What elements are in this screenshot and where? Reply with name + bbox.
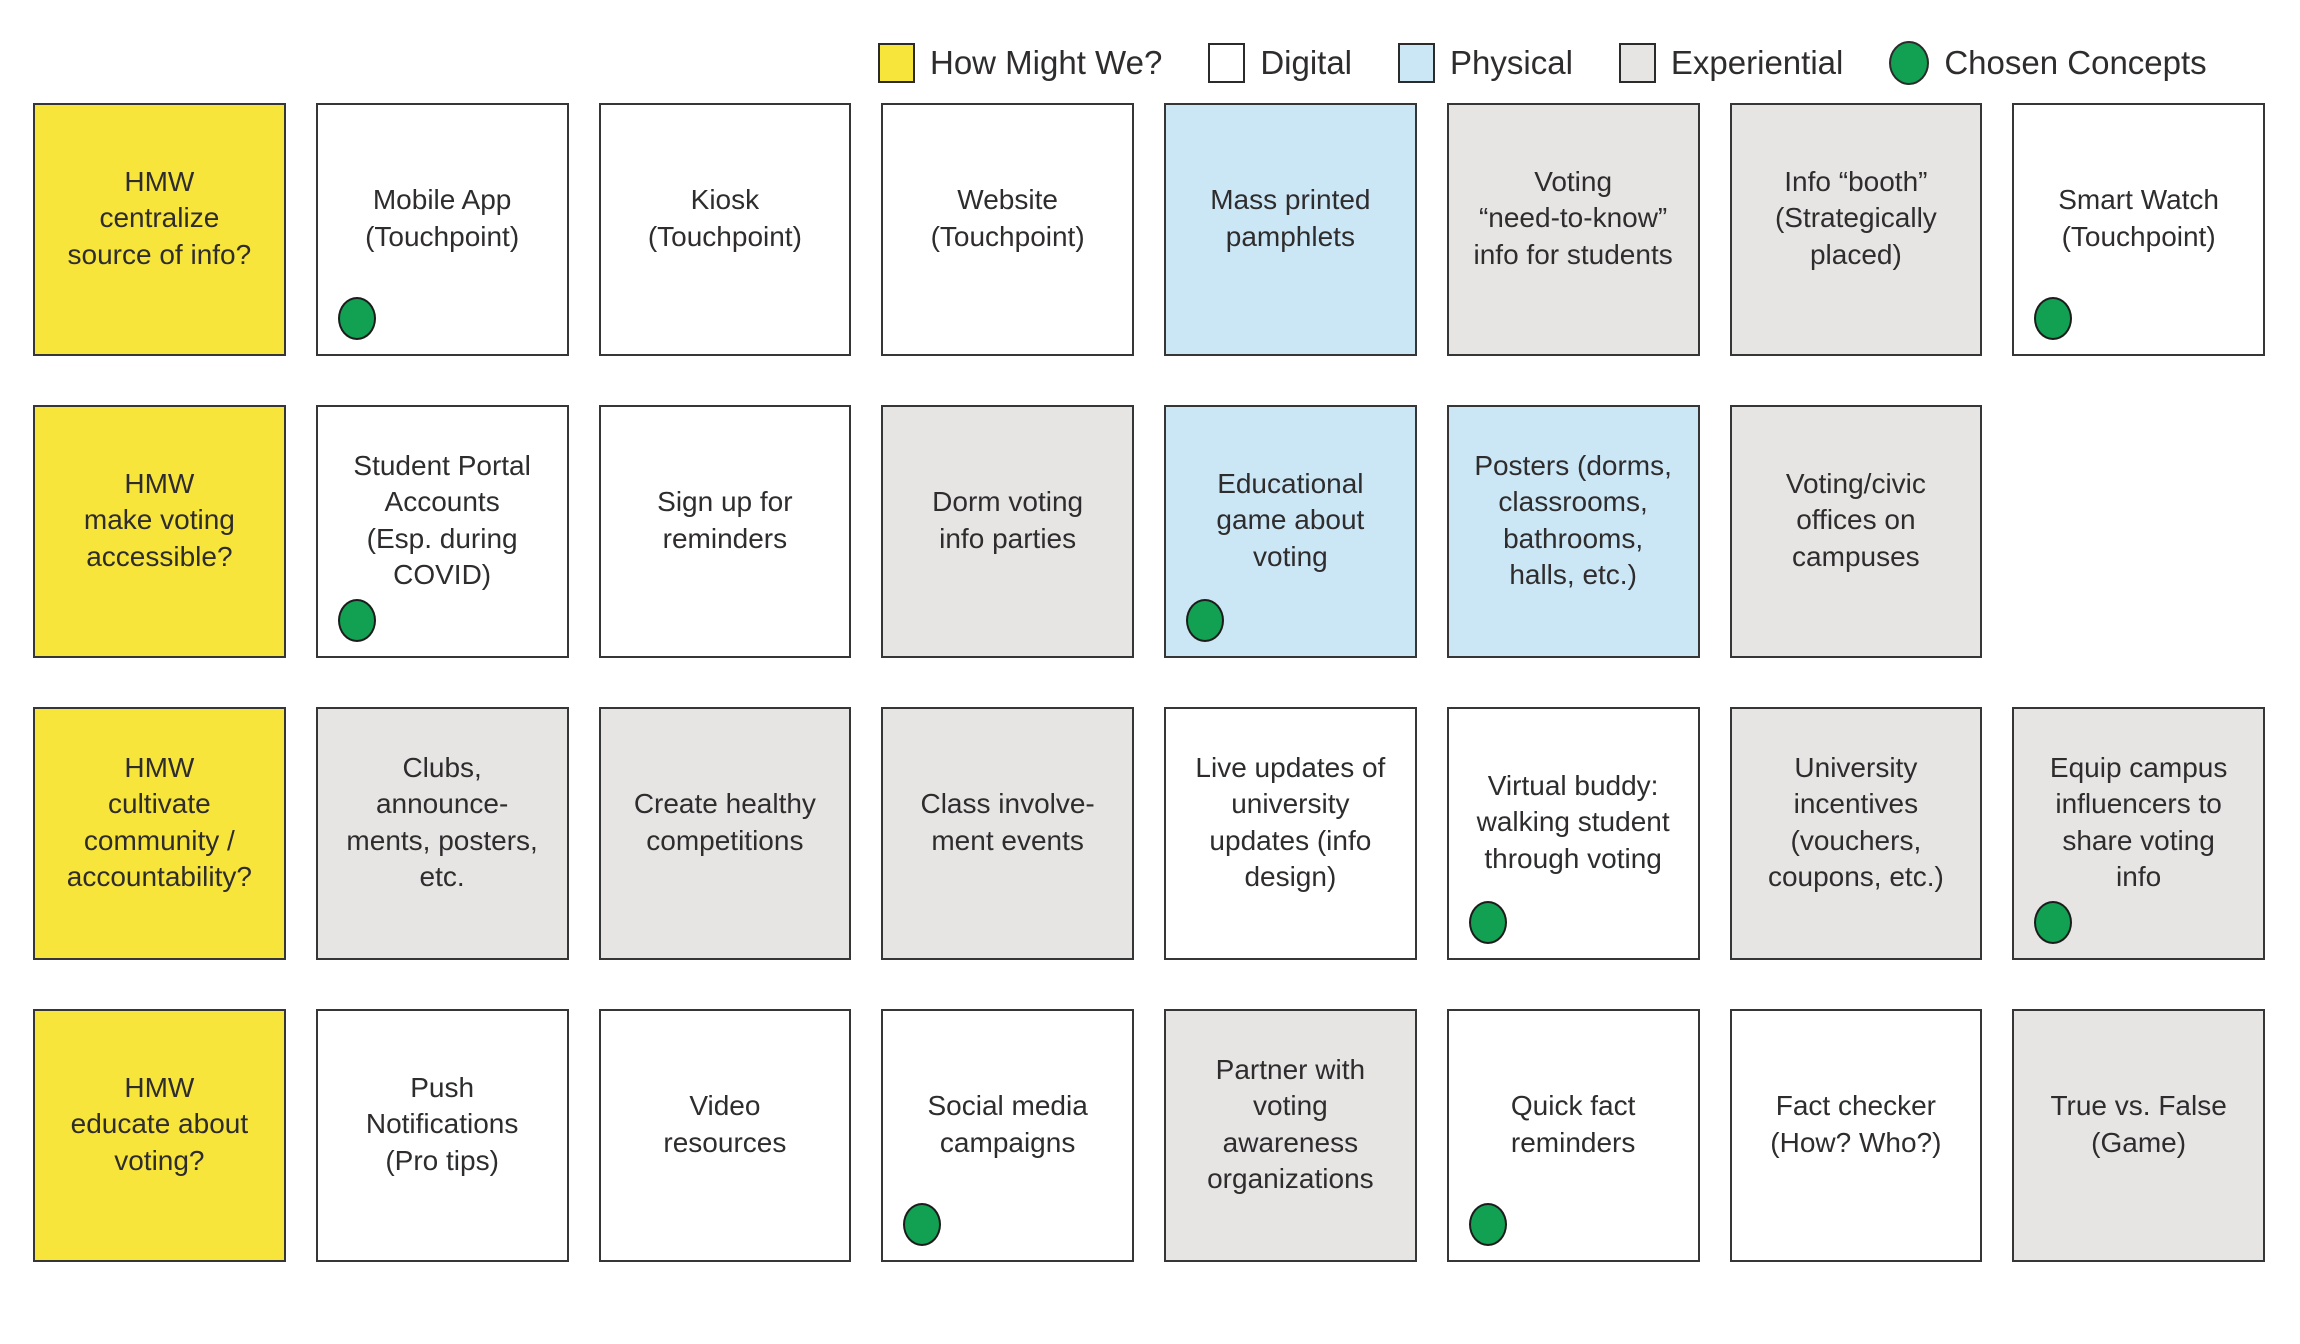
concept-card[interactable]: Create healthy competitions bbox=[598, 707, 852, 960]
legend-label: Physical bbox=[1450, 44, 1573, 81]
legend-item-physical: Physical bbox=[1398, 43, 1573, 83]
card-text: Posters (dorms, classrooms, bathrooms, h… bbox=[1474, 449, 1672, 590]
concept-card[interactable]: Info “booth” (Strategically placed) bbox=[1729, 103, 1983, 356]
card-text: University incentives (vouchers, coupons… bbox=[1767, 751, 1944, 892]
concept-card[interactable]: Website (Touchpoint) bbox=[881, 103, 1134, 356]
legend-swatch-experiential bbox=[1618, 43, 1656, 83]
concept-card[interactable]: Video resources bbox=[598, 1009, 852, 1262]
card-text: Sign up for reminders bbox=[657, 486, 793, 554]
card-text: Class involve- ment events bbox=[920, 788, 1095, 856]
card-text: Kiosk (Touchpoint) bbox=[647, 184, 802, 252]
concept-card[interactable]: Equip campus influencers to share voting… bbox=[2012, 707, 2265, 960]
card-text: Mass printed pamphlets bbox=[1210, 184, 1371, 252]
concept-card[interactable]: University incentives (vouchers, coupons… bbox=[1729, 707, 1983, 960]
concept-card[interactable]: Quick fact reminders bbox=[1446, 1009, 1700, 1262]
card-text: HMW centralize source of info? bbox=[67, 165, 252, 270]
concept-card[interactable]: True vs. False (Game) bbox=[2012, 1009, 2265, 1262]
card-text: Info “booth” (Strategically placed) bbox=[1774, 165, 1937, 270]
chosen-concept-dot-icon bbox=[1186, 599, 1224, 642]
card-text: Social media campaigns bbox=[927, 1090, 1088, 1158]
card-text: Clubs, announce- ments, posters, etc. bbox=[346, 751, 538, 892]
card-text: Voting/civic offices on campuses bbox=[1785, 467, 1926, 572]
concept-card[interactable]: Kiosk (Touchpoint) bbox=[598, 103, 852, 356]
legend-item-hmw: How Might We? bbox=[878, 43, 1162, 83]
card-text: Student Portal Accounts (Esp. during COV… bbox=[353, 449, 531, 590]
legend-label: Chosen Concepts bbox=[1944, 44, 2207, 81]
chosen-concept-dot-icon bbox=[337, 599, 376, 642]
card-text: Quick fact reminders bbox=[1510, 1090, 1636, 1158]
card-text: HMW cultivate community / accountability… bbox=[66, 751, 252, 892]
concept-card[interactable]: Student Portal Accounts (Esp. during COV… bbox=[315, 405, 569, 658]
concept-card[interactable]: Push Notifications (Pro tips) bbox=[315, 1009, 569, 1262]
legend-swatch-physical bbox=[1398, 43, 1436, 83]
chosen-concept-dot-icon bbox=[1468, 901, 1507, 944]
concept-card[interactable]: Clubs, announce- ments, posters, etc. bbox=[315, 707, 569, 960]
card-text: Video resources bbox=[663, 1090, 787, 1158]
concept-card[interactable]: Mobile App (Touchpoint) bbox=[315, 103, 569, 356]
card-text: Educational game about voting bbox=[1216, 467, 1365, 572]
concept-card[interactable]: Class involve- ment events bbox=[881, 707, 1134, 960]
legend-item-experiential: Experiential bbox=[1618, 43, 1844, 83]
legend-label: Digital bbox=[1260, 44, 1353, 81]
concept-card[interactable]: Social media campaigns bbox=[881, 1009, 1134, 1262]
hmw-card[interactable]: HMW centralize source of info? bbox=[33, 103, 286, 356]
chosen-concept-dot-icon bbox=[903, 1203, 942, 1246]
concept-grid: HMW centralize source of info? Mobile App… bbox=[33, 103, 2265, 1262]
card-text: True vs. False (Game) bbox=[2050, 1090, 2227, 1158]
concept-card[interactable]: Voting “need-to-know” info for students bbox=[1446, 103, 1700, 356]
concept-card[interactable]: Virtual buddy: walking student through v… bbox=[1446, 707, 1700, 960]
card-text: Create healthy competitions bbox=[633, 788, 816, 856]
concept-card[interactable]: Live updates of university updates (info… bbox=[1164, 707, 1417, 960]
concept-card[interactable]: Dorm voting info parties bbox=[881, 405, 1134, 658]
card-text: Virtual buddy: walking student through v… bbox=[1476, 769, 1670, 874]
card-text: Push Notifications (Pro tips) bbox=[365, 1071, 519, 1176]
concept-card[interactable]: Mass printed pamphlets bbox=[1164, 103, 1417, 356]
chosen-concept-dot-icon bbox=[2034, 901, 2073, 944]
concept-card[interactable]: Fact checker (How? Who?) bbox=[1729, 1009, 1983, 1262]
chosen-concept-dot-icon bbox=[1468, 1203, 1507, 1246]
card-text: Fact checker (How? Who?) bbox=[1770, 1090, 1942, 1158]
hmw-card[interactable]: HMW make voting accessible? bbox=[33, 405, 286, 658]
card-text: Partner with voting awareness organizati… bbox=[1207, 1053, 1374, 1194]
card-text: Voting “need-to-know” info for students bbox=[1473, 165, 1673, 270]
concept-card[interactable]: Partner with voting awareness organizati… bbox=[1164, 1009, 1417, 1262]
concept-card[interactable]: Posters (dorms, classrooms, bathrooms, h… bbox=[1446, 405, 1700, 658]
chosen-concept-dot-icon bbox=[337, 297, 376, 340]
legend: How Might We? Digital Physical Experiential… bbox=[878, 40, 2207, 86]
hmw-card[interactable]: HMW cultivate community / accountability… bbox=[33, 707, 286, 960]
concept-card[interactable]: Sign up for reminders bbox=[598, 405, 852, 658]
legend-label: Experiential bbox=[1670, 44, 1844, 81]
legend-item-chosen: Chosen Concepts bbox=[1889, 41, 2207, 85]
legend-swatch-digital bbox=[1208, 43, 1246, 83]
concept-card[interactable]: Smart Watch (Touchpoint) bbox=[2012, 103, 2265, 356]
legend-swatch-chosen-icon bbox=[1889, 41, 1930, 85]
card-text: Mobile App (Touchpoint) bbox=[365, 184, 520, 252]
card-text: Website (Touchpoint) bbox=[930, 184, 1085, 252]
card-text: Live updates of university updates (info… bbox=[1195, 751, 1386, 892]
card-text: HMW make voting accessible? bbox=[83, 467, 235, 572]
hmw-card[interactable]: HMW educate about voting? bbox=[33, 1009, 286, 1262]
card-text: Smart Watch (Touchpoint) bbox=[2058, 184, 2220, 252]
legend-label: How Might We? bbox=[930, 44, 1163, 81]
legend-swatch-hmw bbox=[878, 43, 915, 83]
card-text: Equip campus influencers to share voting… bbox=[2049, 751, 2228, 892]
card-text: HMW educate about voting? bbox=[70, 1071, 249, 1176]
concept-card[interactable]: Voting/civic offices on campuses bbox=[1729, 405, 1983, 658]
card-text: Dorm voting info parties bbox=[932, 486, 1084, 554]
legend-item-digital: Digital bbox=[1208, 43, 1352, 83]
chosen-concept-dot-icon bbox=[2034, 297, 2073, 340]
concept-card[interactable]: Educational game about voting bbox=[1164, 405, 1417, 658]
